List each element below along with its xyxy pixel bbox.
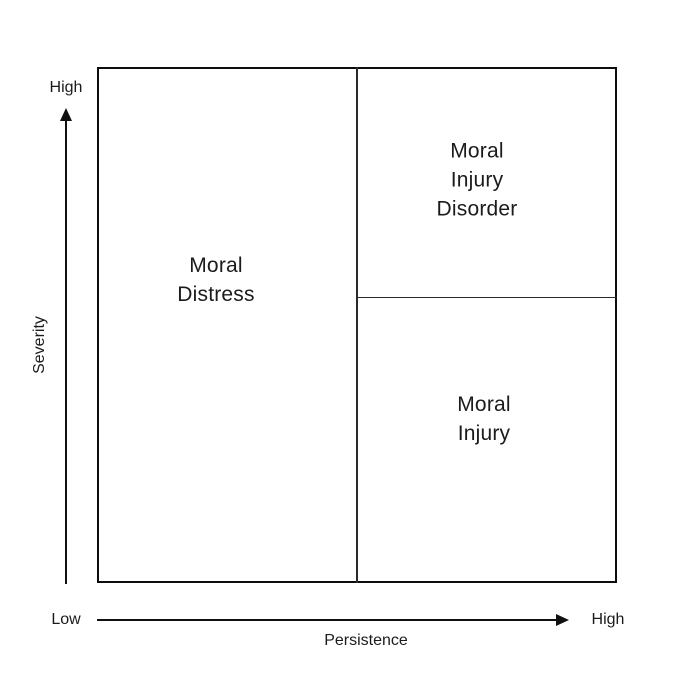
x-axis-arrow-line — [97, 618, 557, 622]
y-axis-arrow-line — [64, 119, 68, 584]
y-axis-title: Severity — [31, 316, 48, 374]
y-axis-arrow-head-icon — [60, 108, 72, 121]
quadrant-label-moral-injury: Moral Injury — [457, 393, 511, 445]
quadrant-label-moral-injury-disorder: Moral Injury Disorder — [436, 139, 518, 221]
quadrant-label-moral-distress: Moral Distress — [177, 254, 255, 306]
horizontal-divider — [357, 296, 617, 299]
x-axis-title: Persistence — [324, 632, 408, 649]
y-axis-high-label: High — [49, 79, 83, 96]
origin-low-label: Low — [51, 611, 81, 628]
vertical-divider — [356, 67, 358, 583]
x-axis-high-label: High — [591, 611, 625, 628]
x-axis-arrow-head-icon — [556, 614, 569, 626]
